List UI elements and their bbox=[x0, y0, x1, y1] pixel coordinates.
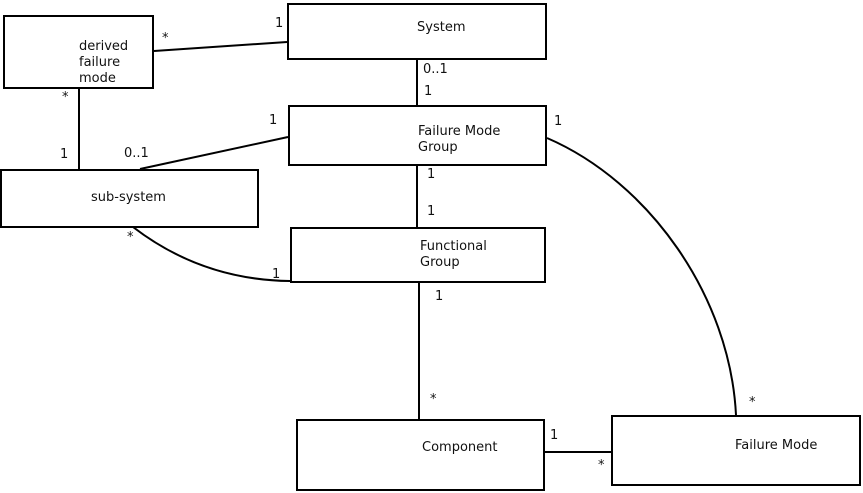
node-failure-mode-group[interactable] bbox=[288, 105, 547, 166]
node-label-component: Component bbox=[422, 440, 498, 455]
edge-sub-system-to-failure-mode-group bbox=[139, 136, 289, 170]
multiplicity-component-to-failure-mode-target: * bbox=[598, 458, 605, 473]
multiplicity-system-to-fmg-target: 1 bbox=[424, 84, 433, 99]
multiplicity-fmg-to-fg-source: 1 bbox=[427, 167, 436, 182]
multiplicity-fmg-to-fg-target: 1 bbox=[427, 204, 436, 219]
node-derived-failure-mode[interactable] bbox=[3, 15, 154, 89]
multiplicity-fmg-to-failure-mode-target: * bbox=[749, 395, 756, 410]
node-sub-system[interactable] bbox=[0, 169, 259, 228]
multiplicity-derived-to-system-source: * bbox=[162, 31, 169, 46]
node-label-sub-system: sub-system bbox=[91, 190, 166, 205]
multiplicity-fg-to-component-source: 1 bbox=[435, 289, 444, 304]
multiplicity-subsystem-to-fmg-target: 1 bbox=[269, 113, 278, 128]
multiplicity-subsystem-to-fg-source: * bbox=[127, 230, 134, 245]
multiplicity-component-to-failure-mode-source: 1 bbox=[550, 428, 559, 443]
edge-failure-mode-group-to-failure-mode bbox=[546, 137, 737, 416]
node-label-system: System bbox=[417, 20, 466, 35]
multiplicity-subsystem-to-fmg-source: 0..1 bbox=[124, 146, 149, 161]
multiplicity-subsystem-to-fg-target: 1 bbox=[272, 267, 281, 282]
node-component[interactable] bbox=[296, 419, 545, 491]
multiplicity-derived-to-subsystem-source: * bbox=[62, 90, 69, 105]
multiplicity-system-to-fmg-source: 0..1 bbox=[423, 62, 448, 77]
node-functional-group[interactable] bbox=[290, 227, 546, 283]
node-system[interactable] bbox=[287, 3, 547, 60]
node-label-failure-mode: Failure Mode bbox=[735, 438, 818, 453]
edge-derived-failure-mode-to-system bbox=[153, 41, 288, 52]
node-label-failure-mode-group: Failure Mode Group bbox=[418, 124, 501, 155]
node-failure-mode[interactable] bbox=[611, 415, 861, 486]
multiplicity-derived-to-system-target: 1 bbox=[275, 16, 284, 31]
multiplicity-derived-to-subsystem-target: 1 bbox=[60, 147, 69, 162]
node-label-derived-failure-mode: derived failure mode bbox=[79, 39, 129, 86]
multiplicity-fg-to-component-target: * bbox=[430, 392, 437, 407]
node-label-functional-group: Functional Group bbox=[420, 239, 487, 270]
multiplicity-fmg-to-failure-mode-source: 1 bbox=[554, 114, 563, 129]
edge-sub-system-to-functional-group bbox=[132, 226, 291, 282]
